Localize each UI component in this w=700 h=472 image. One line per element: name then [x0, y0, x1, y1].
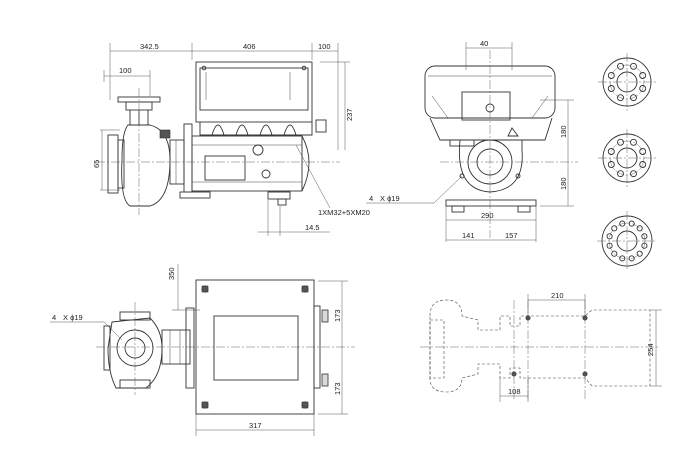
bolt-hole: [628, 255, 635, 262]
bolt-hole: [641, 233, 648, 240]
dim-350: 350: [167, 267, 176, 280]
bolt-hole: [611, 250, 618, 257]
flange-8-hole-mid: [598, 129, 656, 187]
plan-view: 350 4 X ϕ19: [50, 264, 355, 436]
bolt-hole: [607, 148, 615, 155]
bolt-hole: [611, 225, 618, 232]
bolt-hole: [636, 225, 643, 232]
dim-317: 317: [249, 421, 262, 430]
bolt-hole: [641, 242, 648, 249]
dim-14-5: 14.5: [305, 223, 320, 232]
bolt-hole: [636, 250, 643, 257]
dim-180-upper: 180: [559, 125, 568, 138]
flange-views: [597, 53, 657, 271]
cable-entry-label: 1XM32+5XM20: [318, 208, 370, 217]
bolt-hole: [639, 85, 647, 92]
dim-173-lower: 173: [333, 382, 342, 395]
bolt-hole: [617, 170, 624, 178]
dim-65: 65: [92, 160, 101, 168]
dim-290: 290: [481, 211, 494, 220]
front-bolt-dia: X ϕ19: [380, 194, 400, 203]
dim-141: 141: [462, 231, 475, 240]
base-outline-view: 210 254 108: [420, 291, 662, 402]
dim-210: 210: [551, 291, 564, 300]
bolt-hole: [630, 170, 637, 178]
bolt-hole: [617, 94, 624, 102]
dim-157: 157: [505, 231, 518, 240]
dim-254: 254: [646, 343, 655, 356]
bolt-hole: [607, 161, 615, 168]
bolt-hole: [639, 72, 647, 79]
dim-406: 406: [243, 42, 256, 51]
flange-12-hole: [597, 211, 657, 271]
dim-342-5: 342.5: [140, 42, 159, 51]
bolt-hole: [628, 220, 635, 227]
dim-180-lower: 180: [559, 177, 568, 190]
bolt-hole: [619, 255, 626, 262]
dim-40: 40: [480, 39, 488, 48]
bolt-hole: [617, 62, 624, 70]
bolt-hole: [607, 72, 615, 79]
dim-100-top: 100: [318, 42, 331, 51]
dim-173-upper: 173: [333, 309, 342, 322]
bolt-hole: [607, 85, 615, 92]
bolt-hole: [630, 62, 637, 70]
bolt-hole: [630, 94, 637, 102]
plan-bolt-dia: X ϕ19: [63, 313, 83, 322]
bolt-hole: [630, 138, 637, 146]
bolt-hole: [606, 242, 613, 249]
bolt-hole: [639, 161, 647, 168]
plan-bolt-qty: 4: [52, 313, 56, 322]
dim-237: 237: [345, 108, 354, 121]
front-bolt-qty: 4: [369, 194, 373, 203]
side-view: 342.5 406 100 100 237 65: [92, 42, 370, 236]
bolt-hole: [639, 148, 647, 155]
flange-8-hole: [598, 53, 656, 111]
dim-108: 108: [508, 387, 521, 396]
bolt-hole: [606, 233, 613, 240]
dim-100-suction: 100: [119, 66, 132, 75]
bolt-hole: [617, 138, 624, 146]
front-view: 40 180 180 4 X ϕ19: [366, 39, 578, 242]
flange-bolt-holes: [606, 62, 648, 262]
bolt-hole: [619, 220, 626, 227]
